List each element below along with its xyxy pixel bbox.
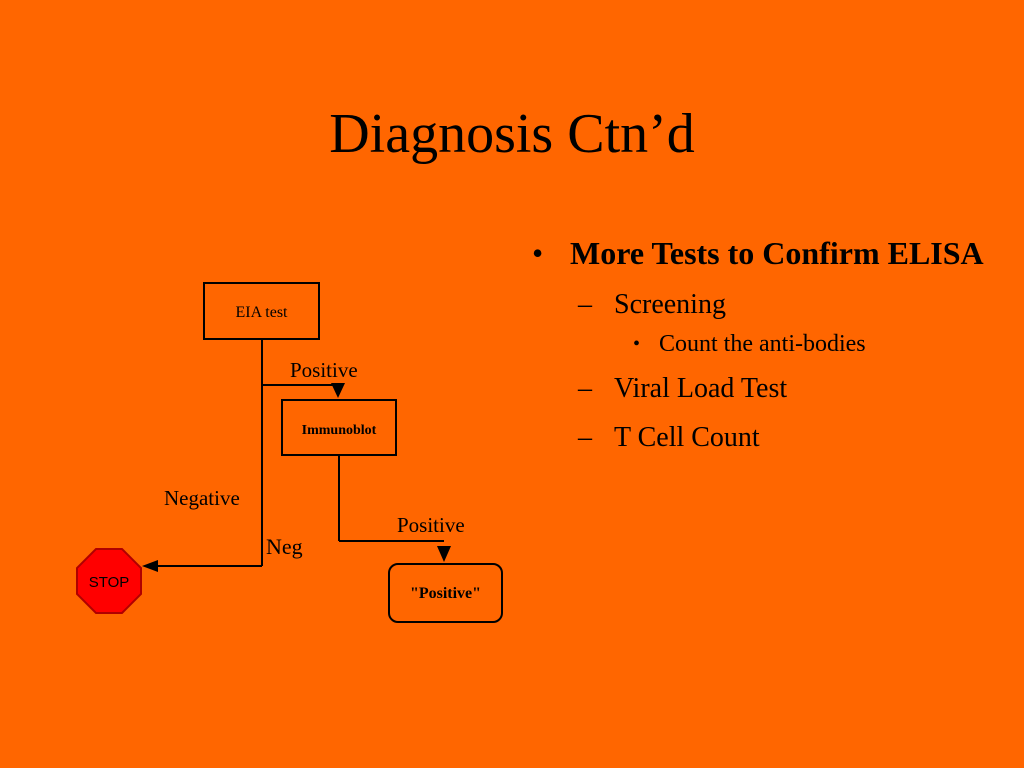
arrowhead-immunoblot xyxy=(331,383,345,398)
bullet-list: • More Tests to Confirm ELISA – Screenin… xyxy=(532,234,1002,455)
edge-label-immunoblot-neg: Neg xyxy=(266,534,303,559)
sub-bullet-screening: – Screening xyxy=(532,288,1002,322)
dash-marker: – xyxy=(578,289,592,320)
sub-bullet-text: Viral Load Test xyxy=(614,373,788,404)
edge-label-eia-negative: Negative xyxy=(164,486,240,510)
arrowhead-stop xyxy=(142,560,158,572)
bullet-marker: • xyxy=(532,235,544,271)
node-eia-test: EIA test xyxy=(203,282,320,340)
stop-sign-icon: STOP xyxy=(76,548,142,614)
sub-bullet-viral-load: – Viral Load Test xyxy=(532,372,1002,406)
sub-bullet-text: T Cell Count xyxy=(614,422,760,453)
stop-sign-octagon xyxy=(76,548,142,614)
node-immunoblot: Immunoblot xyxy=(281,399,397,456)
arrowhead-positive-result xyxy=(437,546,451,562)
node-immunoblot-label: Immunoblot xyxy=(302,423,377,438)
sub-bullet-text: Screening xyxy=(614,289,726,320)
dash-marker: – xyxy=(578,373,592,404)
edge-label-immunoblot-positive: Positive xyxy=(397,513,465,537)
sub-sub-bullet-text: Count the anti-bodies xyxy=(659,331,866,357)
slide-title: Diagnosis Ctn’d xyxy=(329,103,695,165)
sub-bullet-t-cell: – T Cell Count xyxy=(532,421,1002,455)
node-positive-result-label: "Positive" xyxy=(410,585,481,602)
bullet-marker: • xyxy=(633,333,641,355)
stop-sign-label: STOP xyxy=(89,574,130,591)
node-eia-test-label: EIA test xyxy=(236,304,289,321)
bullet-main-text: More Tests to Confirm ELISA xyxy=(570,235,984,271)
dash-marker: – xyxy=(578,422,592,453)
edge-label-eia-positive: Positive xyxy=(290,358,358,382)
sub-sub-bullet-count: • Count the anti-bodies xyxy=(532,330,1002,358)
node-positive-result: "Positive" xyxy=(388,563,503,623)
node-positive-result-box xyxy=(388,563,503,623)
bullet-main: • More Tests to Confirm ELISA xyxy=(532,234,1002,272)
